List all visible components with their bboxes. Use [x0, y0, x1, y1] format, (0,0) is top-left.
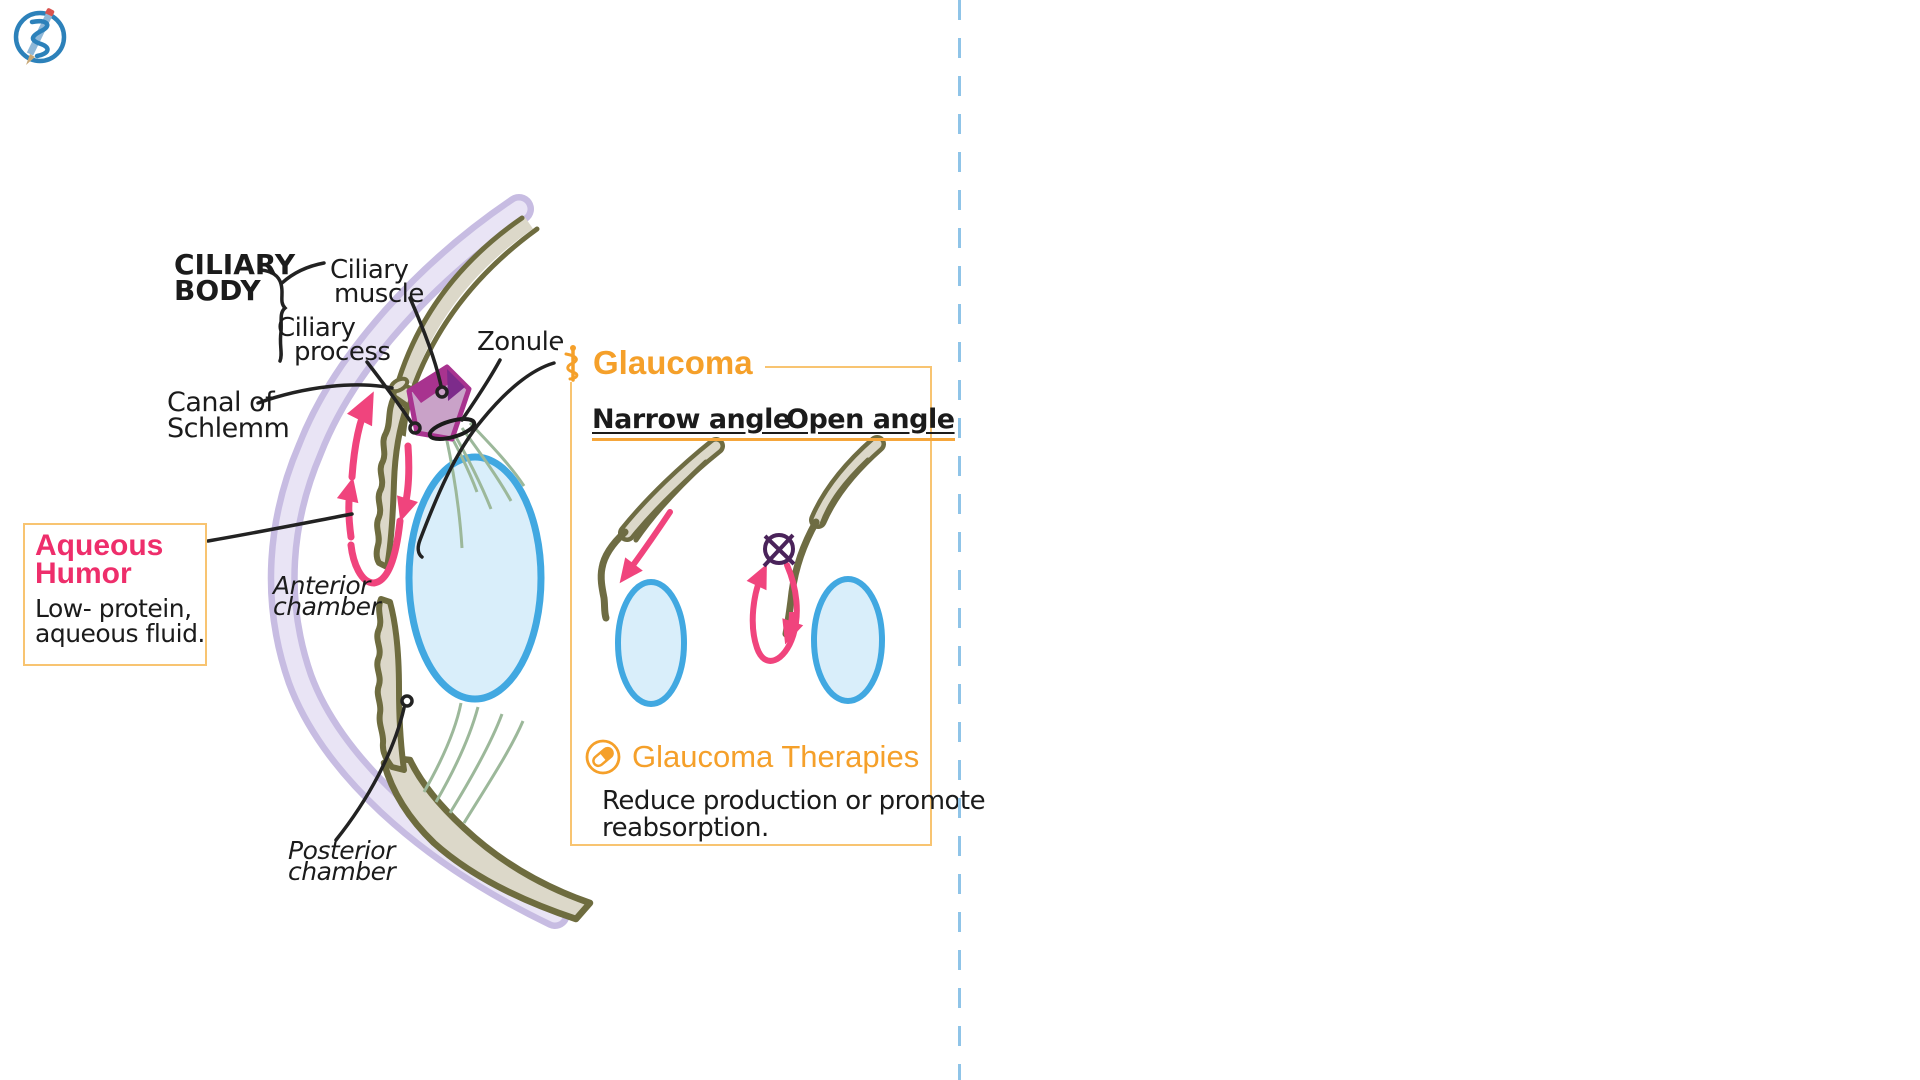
- label-ciliary-muscle: Ciliary muscle: [330, 255, 424, 309]
- cornea-band: [267, 194, 570, 929]
- glaucoma-title-text: Glaucoma: [593, 344, 753, 381]
- sclera-upper: [396, 215, 540, 389]
- iris-lower: [374, 596, 407, 773]
- glaucoma-therapies-title: Glaucoma Therapies: [632, 739, 920, 774]
- glaucoma-panel: Glaucoma Narrow angle Open angle Glaucom…: [558, 344, 986, 846]
- zonule-fibers: [422, 417, 526, 824]
- narrow-angle-label: Narrow angle: [592, 404, 791, 441]
- app-logo-icon: [13, 8, 67, 65]
- narrow-angle-diagram: [597, 437, 725, 707]
- aqueous-humor-note: Aqueous Humor Low- protein, aqueous flui…: [23, 523, 207, 666]
- label-ciliary-body: CILIARY BODY: [174, 248, 296, 307]
- aqueous-humor-title: Aqueous Humor: [35, 529, 164, 590]
- label-anterior-chamber: Anterior chamber: [273, 571, 381, 621]
- pill-icon: [585, 739, 621, 775]
- label-zonule: Zonule: [477, 327, 564, 357]
- glaucoma-therapies-note: Reduce production or promote reabsorptio…: [602, 786, 986, 843]
- blocked-canal-icon: [762, 533, 796, 568]
- leader-lines: [206, 261, 556, 842]
- lens: [405, 453, 545, 703]
- glaucoma-panel-title: Glaucoma: [558, 344, 765, 382]
- open-angle-label: Open angle: [786, 404, 955, 441]
- label-canal-of-schlemm: Canal of Schlemm: [167, 387, 290, 444]
- sclera-lower-wedge: [380, 754, 594, 923]
- open-angle-diagram: [746, 435, 886, 704]
- iris-upper: [373, 394, 410, 570]
- staff-of-asclepius-icon: [564, 345, 579, 382]
- page-divider-dashed-line: [958, 0, 961, 1080]
- label-ciliary-process: Ciliary process: [277, 313, 391, 367]
- label-posterior-chamber: Posterior chamber: [288, 836, 396, 886]
- zonule-marker-ellipse: [427, 417, 477, 441]
- aqueous-flow-arrows: [336, 391, 418, 587]
- aqueous-humor-description: Low- protein, aqueous fluid.: [35, 594, 205, 648]
- glaucoma-therapies-row: Glaucoma Therapies: [584, 738, 919, 776]
